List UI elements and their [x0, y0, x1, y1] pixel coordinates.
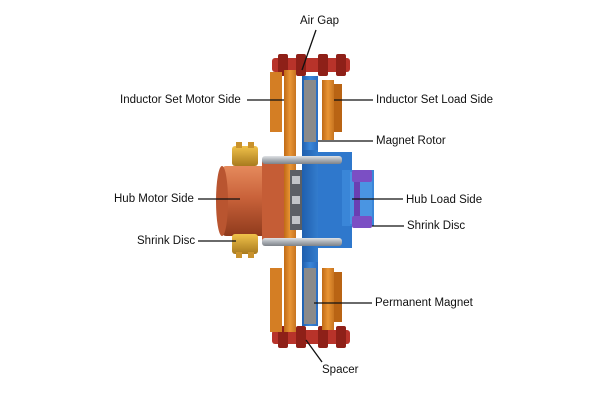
- bolts: [262, 156, 342, 246]
- permanent-magnet-bottom: [304, 268, 316, 324]
- label-spacer: Spacer: [322, 364, 359, 376]
- leader-air-gap: [301, 29, 317, 71]
- leader-lines: [198, 29, 404, 363]
- label-permanent-magnet: Permanent Magnet: [375, 297, 473, 309]
- label-magnet-rotor: Magnet Rotor: [376, 135, 446, 147]
- leader-spacer: [305, 339, 323, 363]
- label-hub-motor-side: Hub Motor Side: [114, 193, 194, 205]
- shrink-disc-left-bottom: [232, 234, 258, 258]
- hub-motor-side: [216, 160, 284, 242]
- spacer-top: [272, 54, 350, 76]
- label-inductor-set-load-side: Inductor Set Load Side: [376, 94, 493, 106]
- label-inductor-set-motor-side: Inductor Set Motor Side: [120, 94, 241, 106]
- spacer-bottom: [272, 326, 350, 348]
- label-hub-load-side: Hub Load Side: [406, 194, 483, 206]
- label-air-gap: Air Gap: [300, 15, 339, 27]
- permanent-magnet-top: [304, 80, 316, 142]
- label-shrink-disc-right: Shrink Disc: [407, 220, 466, 232]
- inductor-set-load-side: [322, 80, 342, 330]
- label-shrink-disc-left: Shrink Disc: [137, 235, 196, 247]
- shrink-disc-left-top: [232, 142, 258, 166]
